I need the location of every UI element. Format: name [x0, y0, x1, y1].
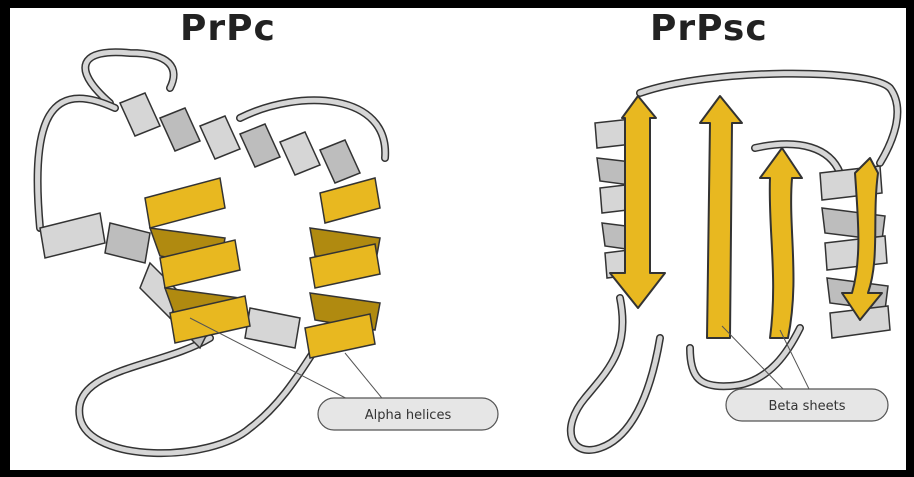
prpsc-bottom-left-loop — [571, 298, 660, 450]
prpc-gray-helix-top — [120, 93, 360, 183]
beta-strand-2 — [700, 96, 742, 338]
protein-structures-svg: Alpha helices — [10, 8, 906, 470]
prpc-alpha-helix-left — [145, 178, 250, 343]
diagram-canvas: PrPc PrPsc — [10, 8, 906, 470]
prpsc-top-loop — [640, 74, 897, 163]
beta-sheets-callout: Beta sheets — [722, 326, 888, 421]
prpc-alpha-helix-right — [305, 178, 380, 358]
beta-strand-3 — [760, 148, 802, 338]
beta-sheets-label: Beta sheets — [769, 399, 846, 414]
alpha-helices-label: Alpha helices — [365, 408, 452, 423]
prpsc-structure: Beta sheets — [571, 74, 898, 450]
prpc-structure: Alpha helices — [38, 52, 498, 453]
